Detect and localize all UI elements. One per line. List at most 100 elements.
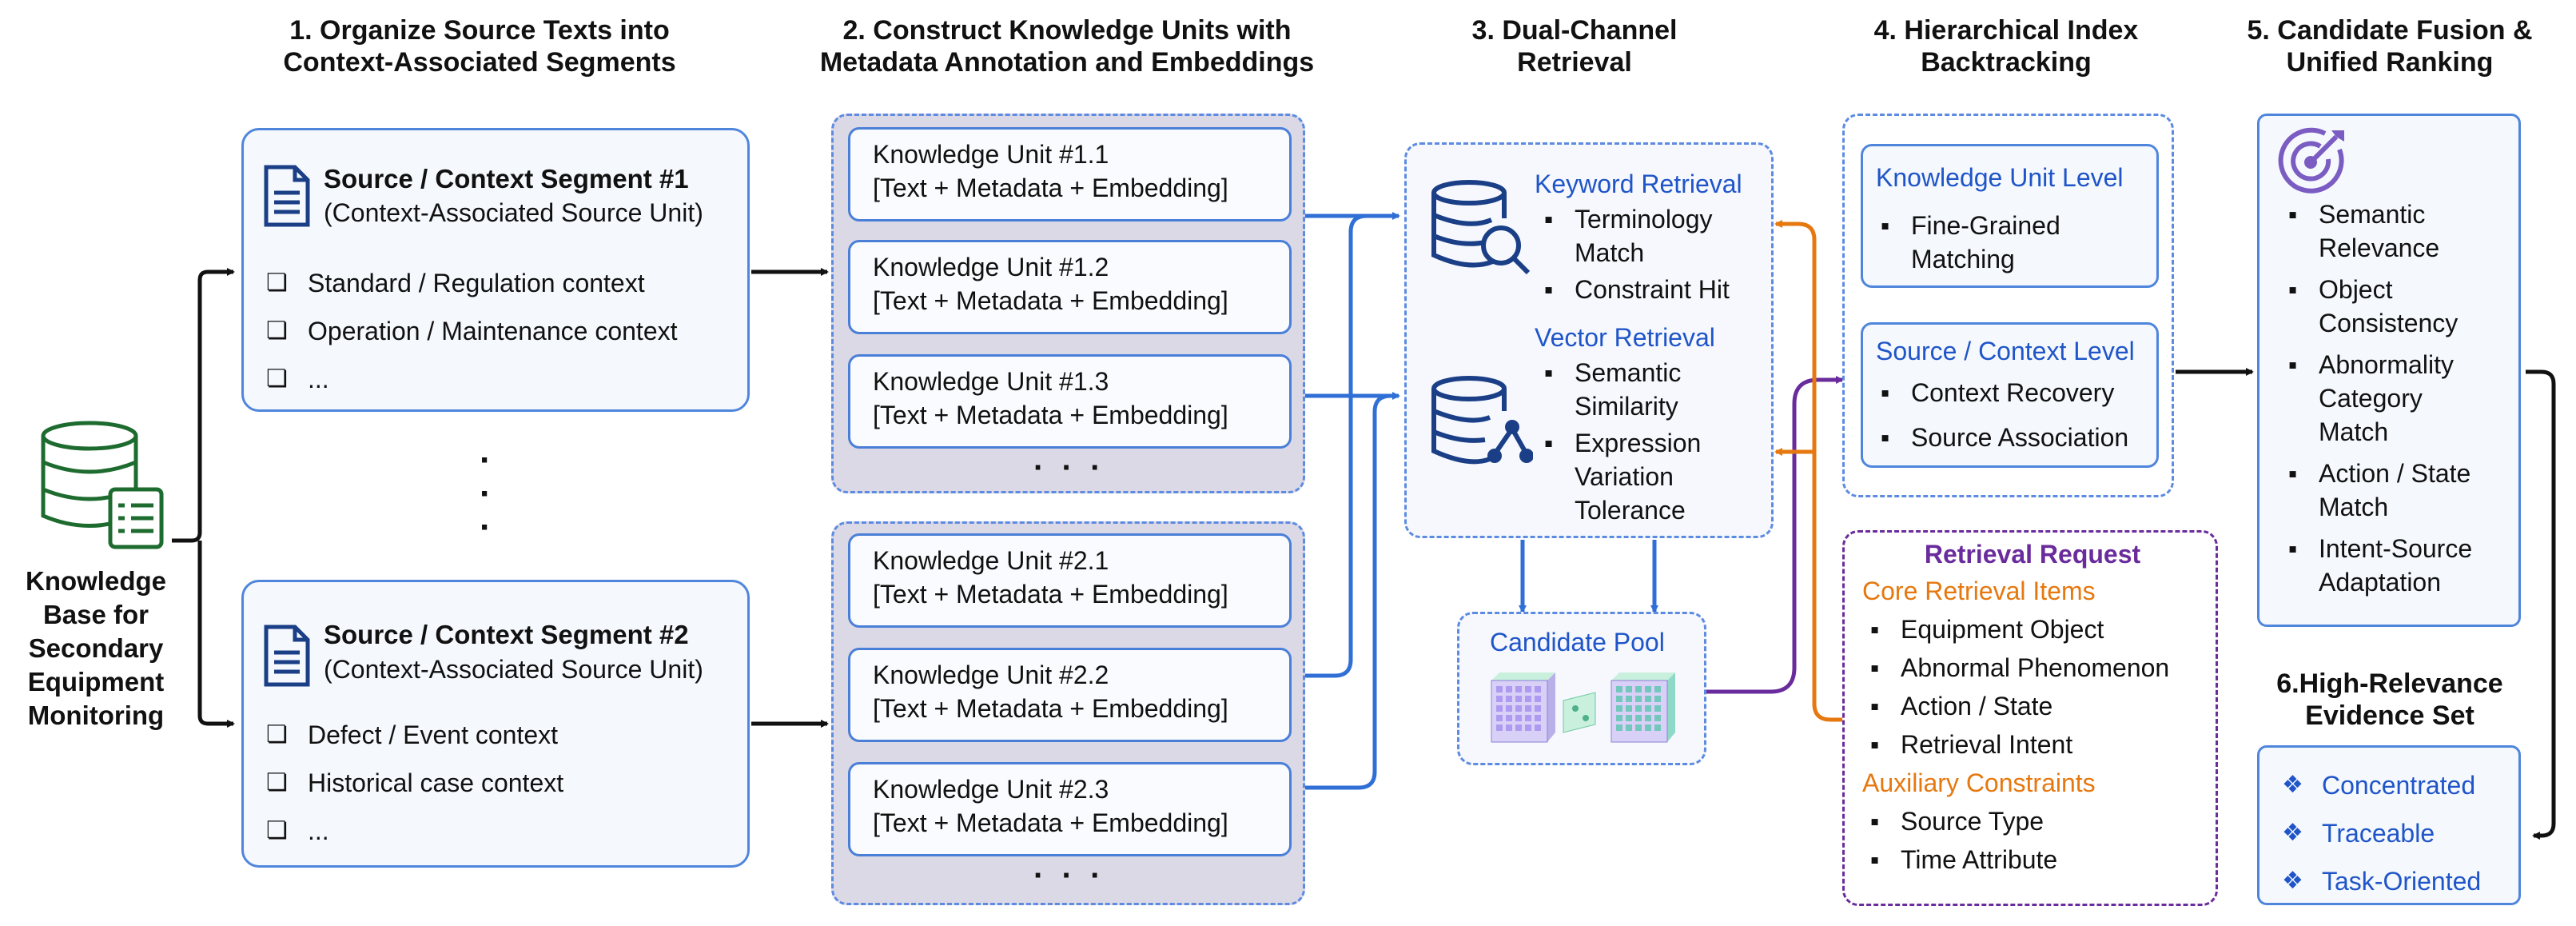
core-retrieval-item: Retrieval Intent [1870,728,2072,761]
ku-level-item-cont: Matching [1911,245,2015,273]
units-ellipsis: · · · [1033,858,1101,893]
segment-2-title: Source / Context Segment #2 [324,620,689,649]
header-step5-line1: 5. Candidate Fusion & [2247,15,2533,46]
segment-2-item: Defect / Event context [266,718,558,752]
source-segment-1: Source / Context Segment #1 (Context-Ass… [241,128,750,412]
unit-content: [Text + Metadata + Embedding] [873,401,1228,429]
target-icon [2278,127,2344,194]
ranking-item: Action / State [2288,457,2470,490]
header-step3-line1: 3. Dual-Channel [1471,15,1678,46]
header-step1: 1. Organize Source Texts into Context-As… [232,14,727,78]
ranking-item: Intent-Source [2288,532,2472,565]
arrow-u22-to-retrieval [1292,214,1368,678]
arrow-request-to-keyword [1774,220,1842,722]
segment-1-subtitle: (Context-Associated Source Unit) [324,198,703,227]
evidence-item: Concentrated [2282,768,2475,802]
core-retrieval-items-title: Core Retrieval Items [1862,577,2096,605]
auxiliary-constraints-title: Auxiliary Constraints [1862,768,2096,797]
knowledge-unit-2-2: Knowledge Unit #2.2 [Text + Metadata + E… [848,648,1292,742]
document-icon [264,165,310,227]
source-context-level: Source / Context Level Context Recovery … [1861,322,2159,468]
segment-2-subtitle: (Context-Associated Source Unit) [324,655,703,684]
auxiliary-constraint-item: Time Attribute [1870,843,2057,876]
kb-label-line5: Monitoring [27,700,165,730]
ranking-item-cont: Relevance [2319,233,2440,262]
knowledge-unit-level-title: Knowledge Unit Level [1876,163,2124,192]
evidence-item: Traceable [2282,816,2435,850]
unit-title: Knowledge Unit #2.2 [873,661,1109,689]
auxiliary-constraint-item: Source Type [1870,804,2044,838]
retrieval-request: Retrieval Request Core Retrieval Items E… [1842,530,2218,906]
header-step2-line1: 2. Construct Knowledge Units with [842,15,1292,46]
header-step5-line2: Unified Ranking [2286,47,2494,78]
unit-title: Knowledge Unit #1.1 [873,140,1109,169]
segment-1-item: ... [267,362,329,396]
unit-content: [Text + Metadata + Embedding] [873,174,1228,202]
candidate-cubes-icon [1491,673,1675,743]
ku-level-item: Fine-Grained [1881,209,2060,242]
ranking-item: Object [2288,273,2393,306]
unit-title: Knowledge Unit #1.3 [873,367,1109,396]
ctx-level-item: Source Association [1881,421,2128,454]
unit-title: Knowledge Unit #2.1 [873,546,1109,575]
arrow-kb-to-seg1 [172,268,235,543]
segment-2-item: ... [267,814,329,848]
ranking-item-cont: Category [2319,384,2423,413]
database-search-icon [1431,180,1531,275]
ranking-item-cont: Adaptation [2319,568,2442,597]
header-step1-line1: 1. Organize Source Texts into [289,15,670,46]
ctx-level-item: Context Recovery [1881,376,2114,409]
hierarchical-backtracking: Knowledge Unit Level Fine-Grained Matchi… [1842,114,2174,497]
knowledge-unit-group-1: Knowledge Unit #1.1 [Text + Metadata + E… [831,114,1305,493]
header-step3: 3. Dual-Channel Retrieval [1431,14,1718,78]
kb-label-line3: Secondary [28,633,164,663]
candidate-pool: Candidate Pool [1457,612,1706,765]
dual-channel-retrieval: Keyword Retrieval Terminology Match Cons… [1404,142,1774,538]
keyword-retrieval-item: Terminology [1544,202,1712,236]
knowledge-unit-1-2: Knowledge Unit #1.2 [Text + Metadata + E… [848,240,1292,334]
unit-content: [Text + Metadata + Embedding] [873,286,1228,315]
header-step2-line2: Metadata Annotation and Embeddings [819,47,1315,78]
document-icon [264,625,310,687]
candidate-pool-title: Candidate Pool [1490,628,1665,657]
knowledge-base-label: Knowledge Base for Secondary Equipment M… [8,565,184,732]
vector-retrieval-item-cont: Variation [1575,462,1674,491]
header-step5: 5. Candidate Fusion & Unified Ranking [2222,14,2558,78]
arrow-kb-to-seg2 [197,541,235,728]
segment-1-item: Operation / Maintenance context [266,314,677,348]
core-retrieval-item: Action / State [1870,689,2052,723]
arrow-pool-to-context-level [1706,376,1844,694]
evidence-set-title: 6.High-Relevance Evidence Set [2246,668,2534,732]
kb-label-line4: Equipment [27,667,165,696]
core-retrieval-item: Abnormal Phenomenon [1870,651,2169,685]
header-step4-line2: Backtracking [1921,47,2092,78]
knowledge-unit-2-3: Knowledge Unit #2.3 [Text + Metadata + E… [848,762,1292,856]
ranking-item-cont: Match [2319,493,2389,521]
ranking-item-cont: Consistency [2319,309,2459,337]
evidence-title-line2: Evidence Set [2305,700,2474,731]
evidence-set: Concentrated Traceable Task-Oriented [2257,745,2521,905]
knowledge-unit-group-2: Knowledge Unit #2.1 [Text + Metadata + E… [831,521,1305,905]
evidence-title-line1: 6.High-Relevance [2276,669,2503,699]
candidate-ranking: Semantic Relevance Object Consistency Ab… [2257,114,2521,627]
segment-1-title: Source / Context Segment #1 [324,164,689,194]
segment-1-item: Standard / Regulation context [266,266,645,300]
segment-2-item: Historical case context [266,766,563,800]
source-context-level-title: Source / Context Level [1876,337,2135,365]
unit-content: [Text + Metadata + Embedding] [873,580,1228,609]
database-network-icon [1431,376,1533,465]
arrow-ranking-to-evidence [2526,369,2556,840]
unit-title: Knowledge Unit #1.2 [873,253,1109,281]
vector-retrieval-item-cont: Similarity [1575,392,1678,421]
header-step2: 2. Construct Knowledge Units with Metada… [803,14,1331,78]
knowledge-base-icon [40,416,168,552]
arrow-u23-to-retrieval [1292,393,1392,790]
kb-label-line2: Base for [42,600,149,629]
vertical-ellipsis: · · · [480,441,492,547]
unit-content: [Text + Metadata + Embedding] [873,808,1228,837]
unit-title: Knowledge Unit #2.3 [873,775,1109,804]
ranking-item: Semantic [2288,198,2426,231]
vector-retrieval-title: Vector Retrieval [1535,323,1715,352]
kb-label-line1: Knowledge [25,566,166,596]
